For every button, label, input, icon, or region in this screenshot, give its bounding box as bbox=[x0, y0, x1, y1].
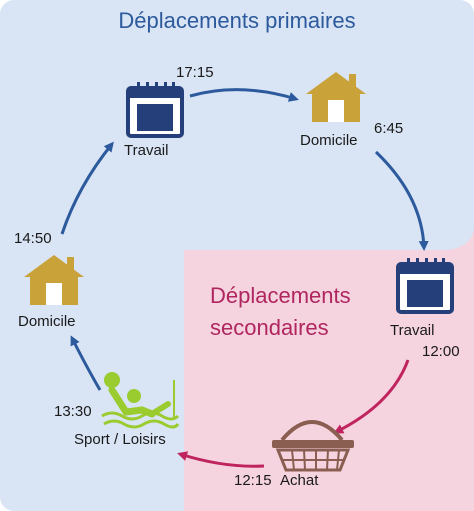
arrow-domicile-to-travail-left bbox=[60, 141, 114, 235]
calendar-icon bbox=[126, 80, 184, 138]
time-travail-right: 12:00 bbox=[422, 343, 460, 360]
secondary-title-line1: Déplacements bbox=[210, 283, 351, 308]
arrow-travail-to-achat bbox=[333, 359, 410, 434]
primary-trips-title: Déplacements primaires bbox=[118, 8, 356, 33]
time-achat: 12:15 bbox=[234, 472, 272, 489]
time-sport: 13:30 bbox=[54, 403, 92, 420]
secondary-title-line2: secondaires bbox=[210, 315, 329, 340]
arrow-sport-to-domicile bbox=[70, 335, 102, 391]
label-domicile-left: Domicile bbox=[18, 313, 76, 330]
calendar-icon bbox=[396, 256, 454, 314]
swimmer-icon bbox=[101, 372, 180, 429]
time-domicile-left: 14:50 bbox=[14, 230, 52, 247]
arrow-achat-to-sport bbox=[177, 451, 265, 468]
time-travail-left: 17:15 bbox=[176, 64, 214, 81]
label-domicile-top: Domicile bbox=[300, 132, 358, 149]
arrow-domicile-to-travail bbox=[374, 150, 429, 251]
label-achat: Achat bbox=[280, 472, 319, 489]
label-travail-right: Travail bbox=[390, 322, 435, 339]
label-travail-left: Travail bbox=[124, 142, 169, 159]
time-domicile-top: 6:45 bbox=[374, 120, 404, 137]
arrow-travail-to-domicile bbox=[189, 88, 299, 102]
secondary-trips-title: Déplacements secondaires bbox=[210, 280, 370, 344]
basket-icon bbox=[272, 420, 354, 472]
label-sport: Sport / Loisirs bbox=[74, 431, 166, 448]
